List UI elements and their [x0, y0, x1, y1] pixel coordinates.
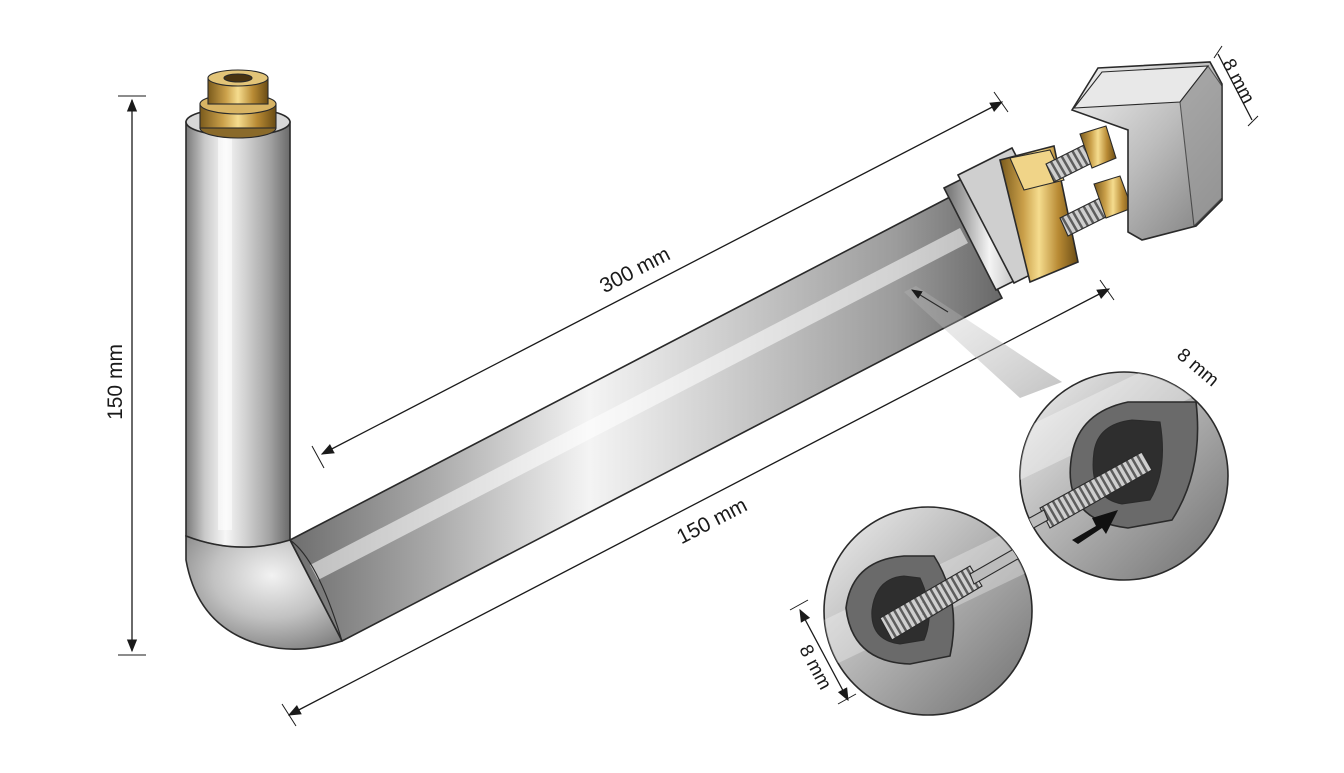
dimension-vertical: 150 mm	[104, 95, 146, 656]
dimension-detail-top: 8 mm	[1173, 344, 1223, 391]
pipe-elbow	[185, 535, 344, 650]
label-vertical-height: 150 mm	[104, 344, 127, 420]
right-end-fitting	[942, 61, 1223, 292]
arrow-icon	[1072, 510, 1118, 544]
callout-beam	[904, 286, 1062, 398]
detail-view-lower	[823, 506, 1033, 716]
label-detail-bottom: 8 mm	[794, 642, 835, 694]
label-bottom-length: 150 mm	[673, 494, 751, 549]
pipe-assembly: 8 mm	[185, 45, 1259, 650]
top-brass-fitting	[199, 69, 277, 139]
detail-view-upper	[1019, 371, 1229, 581]
vertical-pipe	[185, 121, 291, 548]
label-detail-top: 8 mm	[1173, 344, 1223, 391]
label-block-width: 8 mm	[1217, 56, 1258, 108]
